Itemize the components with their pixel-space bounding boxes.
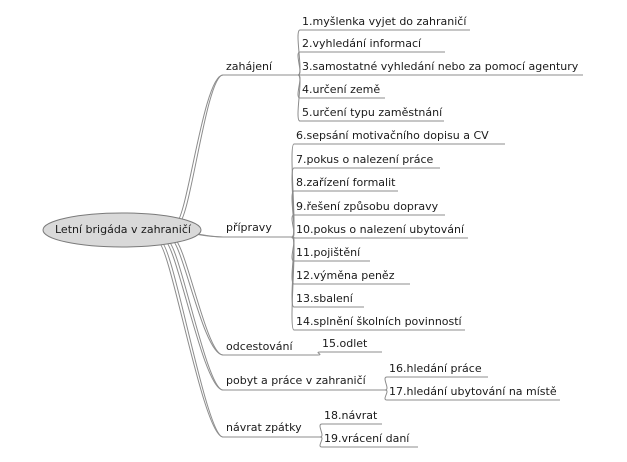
branch-label: návrat zpátky: [226, 421, 302, 434]
leaf-label: 5.určení typu zaměstnání: [302, 106, 443, 119]
branch-label: odcestování: [226, 340, 293, 353]
connector-root-to-branch: [166, 239, 224, 391]
connector-branch-to-leaf: [291, 236, 465, 331]
connector-branch-to-leaf: [319, 436, 418, 448]
leaf-label: 14.splnění školních povinností: [296, 315, 462, 328]
connector-branch-to-leaf: [291, 236, 468, 239]
leaf-label: 4.určení země: [302, 83, 381, 96]
leaf-label: 7.pokus o nalezení práce: [296, 153, 434, 166]
branch-label: zahájení: [226, 60, 273, 73]
connector-root-to-branch: [163, 239, 224, 391]
leaf-label: 17.hledání ubytování na místě: [389, 385, 557, 398]
leaf-label: 19.vrácení daní: [324, 432, 410, 445]
connector-root-to-branch: [157, 241, 224, 438]
root-node-label: Letní brigáda v zahraničí: [55, 223, 191, 236]
leaf-label: 9.řešení způsobu dopravy: [296, 200, 439, 213]
leaf-label: 3.samostatné vyhledání nebo za pomocí ag…: [302, 60, 579, 73]
leaf-label: 1.myšlenka vyjet do zahraničí: [302, 15, 467, 28]
leaf-label: 10.pokus o nalezení ubytování: [296, 223, 465, 236]
leaf-label: 18.návrat: [324, 409, 378, 422]
leaf-label: 12.výměna peněz: [296, 269, 395, 282]
leaf-label: 11.pojištění: [296, 246, 361, 259]
connector-root-to-branch: [174, 74, 224, 225]
branch-label: pobyt a práce v zahraničí: [226, 374, 366, 387]
leaf-label: 2.vyhledání informací: [302, 37, 422, 50]
connector-branch-to-leaf: [297, 74, 444, 122]
connector-branch-to-leaf: [384, 376, 488, 391]
leaf-label: 13.sbalení: [296, 292, 353, 305]
connector-branch-to-leaf: [317, 351, 382, 356]
connector-root-to-branch: [177, 74, 224, 225]
connector-branch-to-leaf: [291, 214, 445, 238]
leaf-label: 15.odlet: [322, 337, 368, 350]
leaf-label: 6.sepsání motivačního dopisu a CV: [296, 129, 489, 142]
connector-branch-to-leaf: [297, 51, 445, 76]
connector-root-to-branch: [172, 237, 224, 356]
leaf-label: 16.hledání práce: [389, 362, 482, 375]
root-node-shape: [42, 212, 202, 248]
connector-lines: [157, 29, 583, 448]
leaf-label: 8.zařízení formalit: [296, 176, 396, 189]
connector-branch-to-leaf: [319, 423, 382, 438]
connector-root-to-branch: [160, 241, 224, 438]
branch-label: přípravy: [226, 221, 272, 234]
connector-branch-to-leaf: [384, 389, 560, 401]
